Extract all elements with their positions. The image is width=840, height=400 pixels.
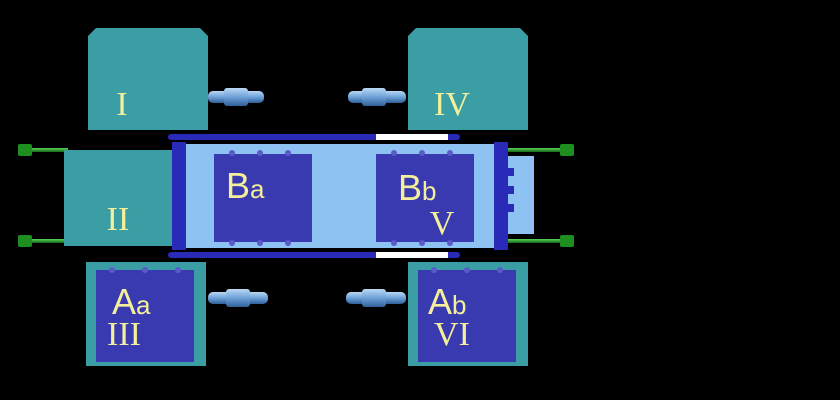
guide-bar-highlight — [376, 134, 448, 140]
module-main-label: A — [112, 281, 136, 322]
station-1: I — [88, 28, 208, 130]
cylinder-pin-icon — [346, 289, 406, 307]
module-sub-label: a — [136, 290, 151, 320]
station-label: III — [107, 316, 141, 353]
guide-bar-highlight — [376, 252, 448, 258]
module-main-label: B — [398, 167, 422, 208]
station-2: II — [64, 150, 174, 246]
module-sub-label: b — [452, 290, 466, 320]
station-label: II — [107, 201, 130, 238]
station-label: V — [430, 205, 455, 242]
station-4: IV — [408, 28, 528, 130]
station-6: Ab VI — [408, 262, 528, 366]
module-bb: Bb V — [376, 150, 474, 246]
svg-text:Ba: Ba — [226, 165, 265, 206]
cylinder-pin-icon — [348, 88, 406, 106]
module-sub-label: b — [422, 176, 436, 206]
station-label: I — [116, 86, 127, 123]
rail-end-cap-icon — [560, 235, 574, 247]
carriage-latch — [508, 156, 534, 234]
svg-text:Aa: Aa — [112, 281, 151, 322]
rail-left-top — [18, 144, 68, 156]
module-main-label: B — [226, 165, 250, 206]
module-ba: Ba — [214, 150, 312, 246]
module-sub-label: a — [250, 174, 265, 204]
module-main-label: A — [428, 281, 452, 322]
carriage-frame-right — [494, 142, 508, 250]
rail-right-bottom — [508, 235, 574, 247]
rail-right-top — [508, 144, 574, 156]
cylinder-pin-icon — [208, 88, 264, 106]
rail-end-cap-icon — [560, 144, 574, 156]
module-ab — [418, 270, 516, 362]
svg-text:Ab: Ab — [428, 281, 466, 322]
rail-left-bottom — [18, 235, 68, 247]
station-label: IV — [434, 86, 470, 123]
svg-text:Bb: Bb — [398, 167, 436, 208]
station-label: VI — [434, 316, 470, 353]
module-aa — [96, 270, 194, 362]
station-3: Aa III — [86, 262, 206, 366]
rail-end-cap-icon — [18, 144, 32, 156]
rail-end-cap-icon — [18, 235, 32, 247]
carriage-frame-left — [172, 142, 186, 250]
cylinder-pin-icon — [208, 289, 268, 307]
